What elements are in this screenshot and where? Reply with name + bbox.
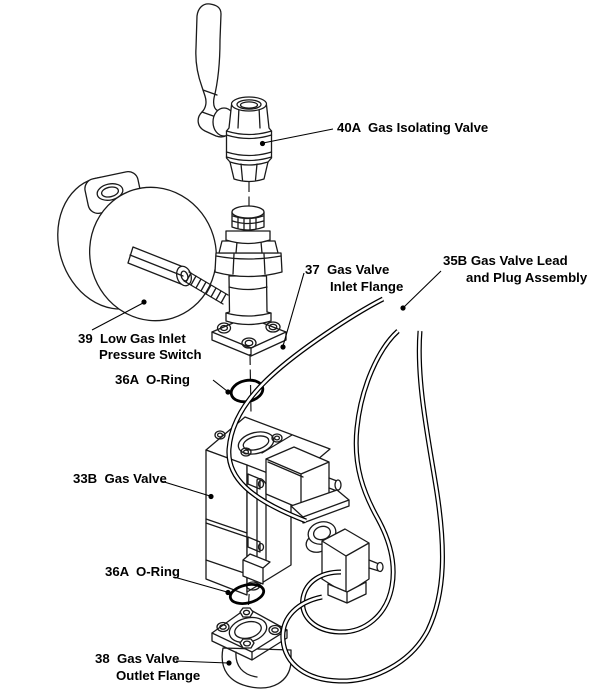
flange-bolt-bottom-inner — [244, 339, 254, 347]
plug-side-pin — [376, 561, 384, 573]
plug-connector — [305, 521, 384, 604]
outlet-flange — [211, 607, 292, 689]
tab-hole-inner — [100, 186, 120, 198]
leader-line-39 — [91, 302, 144, 331]
tab-hole-outer — [96, 183, 124, 201]
leader-lines — [91, 128, 442, 666]
valve-left-face — [205, 449, 248, 596]
top-bolt-3 — [240, 447, 252, 457]
top-bolt-1-inner — [216, 432, 224, 438]
outlet-bolt-bottom-inner — [242, 640, 252, 647]
inlet-pipe-detail — [225, 286, 272, 317]
outlet-hole-right-inner — [271, 627, 279, 633]
label-38-line1: 38 Gas Valve — [95, 651, 179, 666]
leader-dot-36a-lower — [225, 589, 231, 596]
inlet-cap-top — [231, 205, 265, 219]
valve-left-face-bands — [205, 518, 248, 575]
label-36a-upper: 36A O-Ring — [115, 372, 190, 387]
label-37-line2: Inlet Flange — [330, 279, 403, 294]
top-bolt-3-inner — [242, 449, 250, 455]
leader-dot-39 — [141, 299, 147, 305]
outlet-bolt-top-hex — [239, 607, 254, 618]
switch-disc-front — [88, 186, 218, 322]
valve-body-detail-lines — [225, 106, 273, 181]
leader-dot-35b — [400, 305, 406, 311]
leader-line-36a-lower — [173, 576, 228, 593]
leader-line-37 — [282, 272, 305, 347]
label-33b: 33B Gas Valve — [73, 471, 167, 486]
gland-ring-inner — [312, 525, 332, 541]
lower-left-box — [242, 553, 271, 585]
label-37-line1: 37 Gas Valve — [305, 262, 389, 277]
leader-dot-37 — [280, 344, 286, 350]
flange-bolt-hole-right — [265, 321, 281, 333]
outlet-port-inner — [234, 620, 262, 640]
outlet-flange-thickness — [211, 629, 288, 661]
leader-line-36a-upper — [212, 379, 228, 392]
flange-bolt-hole-right-inner — [268, 323, 278, 331]
leader-line-33b — [160, 480, 211, 497]
leader-dot-38 — [226, 660, 232, 666]
outlet-bolt-top-inner — [242, 609, 251, 616]
outlet-elbow-inner — [235, 651, 258, 678]
gas-isolating-valve — [195, 3, 273, 183]
solenoid-coil — [265, 446, 350, 524]
front-tab-pin-1 — [257, 479, 265, 489]
leader-line-38 — [175, 660, 229, 664]
label-39-line2: Pressure Switch — [99, 347, 202, 362]
coil-end-pin — [334, 479, 342, 491]
cable-2-core — [301, 330, 399, 634]
inlet-hex-union — [214, 252, 283, 278]
leader-dot-33b — [208, 493, 214, 500]
outlet-elbow — [221, 647, 292, 689]
leader-line-40a — [262, 128, 334, 144]
inlet-hex-nut-facets — [235, 241, 263, 254]
gas-valve-lead-cables — [226, 296, 445, 684]
inlet-flange-assembly — [211, 205, 287, 357]
inlet-thread-cap-hatch — [231, 209, 265, 231]
label-40a: 40A Gas Isolating Valve — [337, 120, 488, 135]
outlet-bolt-bottom-hex — [239, 638, 255, 649]
plug-cube — [321, 528, 370, 595]
top-bolt-2 — [271, 433, 283, 443]
flange-bolt-hole-left-inner — [219, 324, 229, 332]
outlet-hole-left — [216, 621, 230, 633]
valve-front-face-details — [247, 473, 267, 561]
labels: 40A Gas Isolating Valve 37 Gas Valve Inl… — [73, 120, 588, 683]
o-ring-lower — [228, 583, 266, 605]
threaded-stud — [183, 271, 229, 305]
label-38-line2: Outlet Flange — [116, 668, 200, 683]
leader-dot-40a — [259, 140, 266, 147]
valve-thread-ring-1 — [236, 99, 262, 110]
plug-step — [327, 581, 367, 604]
label-39-line1: 39 Low Gas Inlet — [78, 331, 186, 346]
leader-line-35b — [403, 270, 442, 308]
inlet-collar — [225, 230, 271, 245]
inlet-hex-union-facets — [215, 253, 282, 275]
label-35b-line2: and Plug Assembly — [466, 270, 588, 285]
coil-box — [265, 446, 330, 510]
leader-dot-36a-upper — [225, 389, 231, 395]
label-36a-lower: 36A O-Ring — [105, 564, 180, 579]
top-bolt-2-inner — [273, 435, 281, 441]
label-35b-line1: 35B Gas Valve Lead — [443, 253, 568, 268]
cable-3-core — [281, 330, 444, 683]
top-port-inner — [242, 435, 270, 451]
top-bolt-1 — [214, 430, 226, 440]
valve-thread-ring-2 — [239, 101, 259, 109]
flange-bolt-bottom — [241, 337, 257, 349]
inlet-pipe — [225, 275, 272, 326]
boss-facet-line — [129, 254, 184, 277]
front-tab-pin-2 — [257, 542, 265, 552]
outlet-hole-left-inner — [219, 624, 227, 630]
pressure-switch — [57, 170, 229, 322]
flange-bolt-hole-left — [216, 322, 232, 334]
cable-1-core — [227, 297, 384, 523]
